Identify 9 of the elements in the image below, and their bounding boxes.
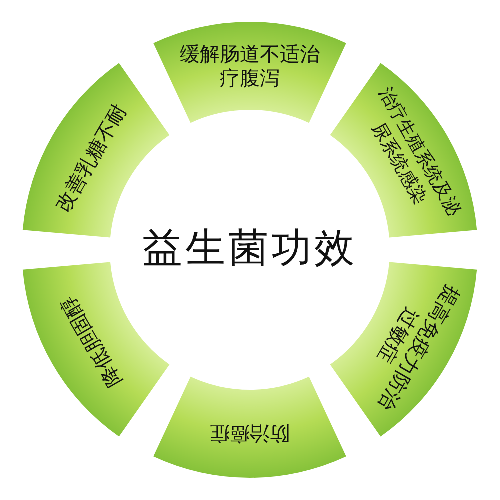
center-heading: 益生菌功效 [142, 224, 358, 274]
segment-label: 降低胆固醇 [54, 292, 128, 394]
ring-segment [153, 376, 347, 478]
segment-label: 提高免疫力防治过敏症 [372, 280, 466, 417]
segment-label: 改善乳糖不耐 [49, 99, 132, 218]
segment-label: 缓解肠道不适治疗腹泻 [179, 42, 321, 90]
ring-segment [153, 22, 347, 124]
segment-label: 防治癌症 [209, 422, 291, 446]
segment-label: 治疗生殖系统及泌尿系统感染 [366, 83, 466, 222]
